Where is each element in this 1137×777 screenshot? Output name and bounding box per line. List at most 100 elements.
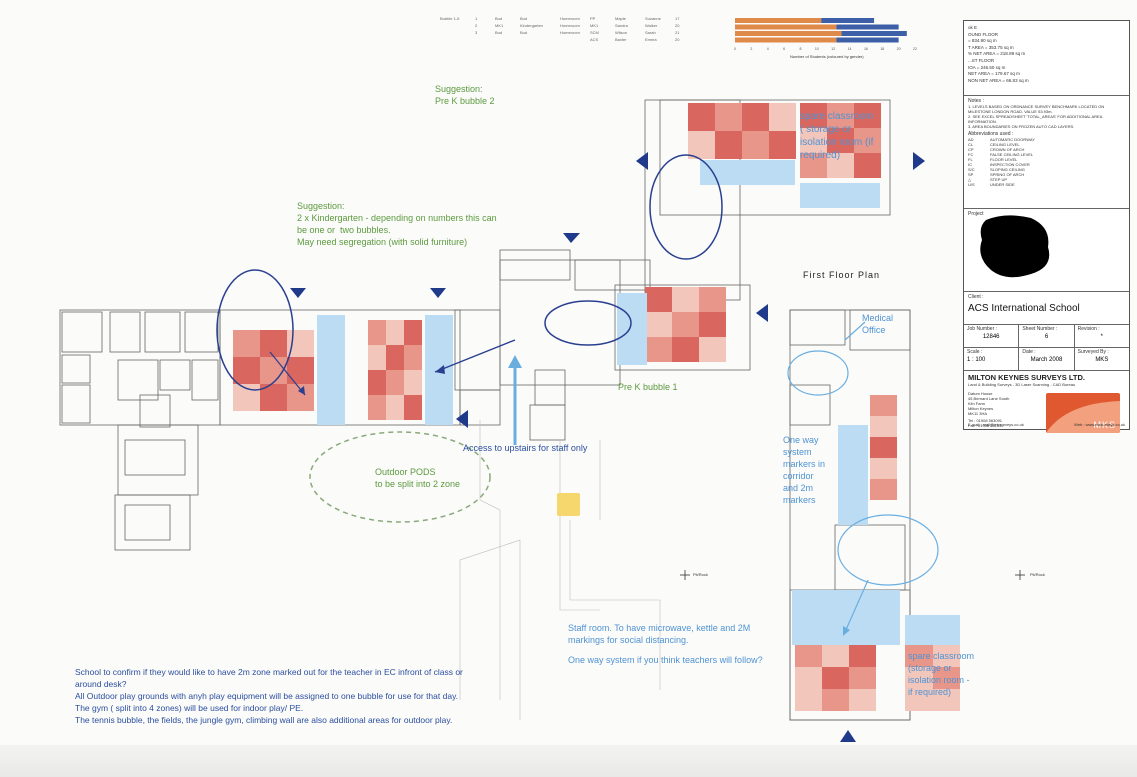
chart-table-cell: Sandra: [615, 23, 628, 28]
chart-bar-segment: [735, 18, 822, 23]
redaction-blot: [980, 215, 1050, 278]
area-schedule-line: T AREA = 353.75 sq m: [968, 44, 1014, 50]
first-floor-plan-title: First Floor Plan: [803, 270, 881, 280]
heatmap-cell: [822, 667, 849, 689]
heatmap-cell: [404, 370, 422, 395]
chart-bar-segment: [836, 24, 899, 30]
sheet-number-label: Sheet Number :: [1022, 326, 1058, 332]
heatmap-cell: [742, 131, 769, 159]
heatmap-cell: [368, 370, 386, 395]
outdoor-pods-ellipse: [309, 431, 491, 523]
sheet-number: 6: [1044, 334, 1049, 340]
heatmap-cell: [854, 153, 881, 178]
company-subtitle: Land & Building Surveys - 3D Laser Scann…: [968, 382, 1076, 387]
abbreviations-heading: Abbreviations used :: [968, 131, 1014, 137]
heatmap-cell: [854, 103, 881, 128]
project-label: Project: [968, 211, 984, 217]
abbreviation-meaning: SLOPING CEILING: [990, 167, 1025, 172]
chart-table-cell: 20: [675, 37, 680, 42]
bottom-shadow: [0, 745, 1137, 777]
chart-table-cell: 3: [475, 30, 478, 35]
heatmap-cell: [795, 689, 822, 711]
abbreviation-meaning: CEILING LEVEL: [990, 142, 1020, 147]
chart-table-cell: Maple: [615, 16, 626, 21]
chart-table-cell: 2: [475, 23, 478, 28]
stairs-ellipse: [544, 300, 632, 346]
chart-tick-label: 10: [815, 47, 819, 51]
abbreviation-meaning: INSPECTION COVER: [990, 162, 1030, 167]
entrance-marker: [290, 288, 306, 298]
area-schedule-line: IOA = 246.50 sq m: [968, 64, 1006, 70]
chart-tick-label: 4: [767, 47, 769, 51]
note-line: 3. AREA BOUNDARIES ON FROZEN AUTO CAD LA…: [968, 124, 1075, 129]
company-section: MILTON KEYNES SURVEYS LTD. Land & Buildi…: [964, 371, 1129, 443]
notes-list: 1. LEVELS BASED ON ORDNANCE SURVEY BENCH…: [968, 104, 1125, 129]
corridor-zone-8: [905, 615, 960, 645]
corridor-zone-3: [617, 293, 647, 365]
heatmap-cell: [672, 287, 699, 312]
heatmap-cell: [769, 103, 796, 131]
note-prek-bubble-2: Suggestion: Pre K bubble 2: [435, 84, 495, 106]
chart-table-cell: Bud: [495, 16, 503, 21]
chart-tick-label: 20: [897, 47, 901, 51]
project-section: Project: [964, 209, 1129, 292]
heatmap-cell: [404, 345, 422, 370]
chart-bar-segment: [735, 37, 837, 43]
heatmap-cell: [822, 689, 849, 711]
entrance-marker: [840, 730, 856, 742]
abbreviation-meaning: FLOOR LEVEL: [990, 157, 1018, 162]
chart-table-cell: Sarah: [645, 30, 656, 35]
date-cell: Date : March 2008: [1019, 348, 1075, 370]
logo-swoosh-icon: [1046, 401, 1120, 433]
sheet-cell: Sheet Number : 6: [1019, 325, 1075, 347]
staff-room-marker: [557, 493, 580, 516]
corridor-zone-6: [838, 425, 868, 525]
chart-table-cell: SCM: [590, 30, 599, 35]
floor-plan-drawing: [59, 99, 960, 742]
abbreviation-code: CP: [968, 147, 974, 152]
client-name: ACS International School: [968, 303, 1080, 314]
abbreviation-code: U/S: [968, 182, 975, 187]
heatmap-cell: [404, 320, 422, 345]
heatmap-cell: [795, 667, 822, 689]
chart-table-cell: Homeroom: [560, 30, 580, 35]
heatmap-cell: [933, 667, 960, 689]
heatmap-cell: [386, 370, 404, 395]
heatmap-cell: [672, 337, 699, 362]
chart-tick-label: 2: [750, 47, 752, 51]
annotation-arrows: [269, 321, 869, 636]
kindergarten-ellipse: [216, 269, 294, 391]
heatmap-cell: [800, 103, 827, 128]
chart-table-cell: Suzanne: [645, 16, 661, 21]
chart-table-cell: 20: [675, 23, 680, 28]
note-line: 1. LEVELS BASED ON ORDNANCE SURVEY BENCH…: [968, 104, 1105, 114]
heatmap-cell: [905, 689, 933, 711]
job-row: Job Number : 12846 Sheet Number : 6 Revi…: [964, 325, 1129, 348]
north-markers: [680, 570, 690, 580]
heatmap-cell: [368, 395, 386, 420]
company-tel: Tel : 01908 563091: [968, 418, 1003, 423]
abbreviation-code: CL: [968, 142, 974, 147]
logo-text: MKS: [1093, 420, 1116, 430]
chart-table-cell: MK1: [590, 23, 599, 28]
heatmap-cell: [699, 287, 726, 312]
chart-table-cell: Baxter: [615, 37, 627, 42]
heatmap-cell: [870, 479, 897, 500]
revision-cell: Revision : *: [1075, 325, 1129, 347]
corridor-zone-4: [700, 160, 795, 185]
abbreviation-code: IC: [968, 162, 972, 167]
chart-bar-segment: [735, 31, 842, 36]
chart-table-cell: Kindergarten: [520, 23, 543, 28]
company-web: Web : www.mksurveys.co.uk: [1074, 422, 1125, 427]
chart-x-label: Number of Students (coloured by gender): [790, 54, 864, 59]
chart-table-cell: Bubble 1-5: [440, 16, 460, 21]
site-boundary-lines: [459, 420, 661, 720]
